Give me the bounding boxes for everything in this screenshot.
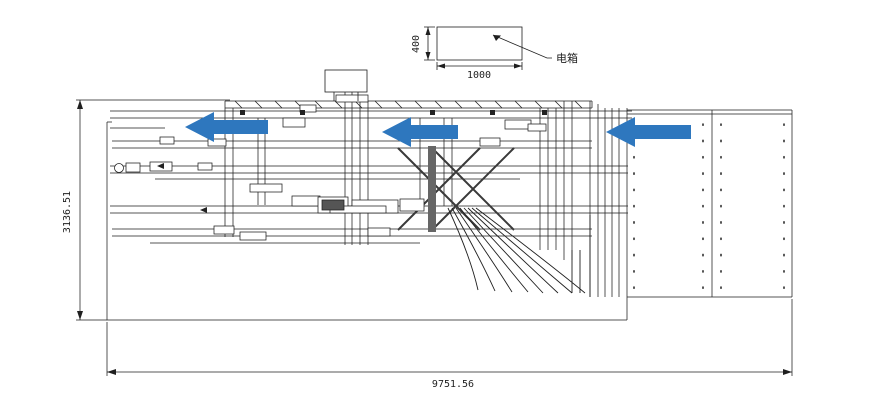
component-rect xyxy=(367,227,391,237)
right-section-outline xyxy=(627,109,793,298)
dim-arrowhead xyxy=(514,63,522,69)
component-rect xyxy=(291,195,321,207)
flow-arrow-left-1 xyxy=(185,112,268,142)
x-brace-lines xyxy=(397,147,515,231)
component-rect xyxy=(399,198,425,212)
component-rect xyxy=(479,137,501,147)
post-lines xyxy=(224,92,620,297)
flow-arrow-left-2 xyxy=(382,117,458,147)
fastener xyxy=(430,110,435,115)
left-dim-ext-lines xyxy=(76,99,230,321)
ebox-rect xyxy=(436,26,523,61)
wheel-circle xyxy=(114,163,124,173)
machine-assembly xyxy=(106,92,632,321)
dim-arrowhead xyxy=(425,52,431,60)
component-rect xyxy=(213,225,235,235)
fastener xyxy=(300,110,305,115)
right-section-dots xyxy=(633,123,785,293)
fastener-squares xyxy=(240,110,547,115)
component-blocks xyxy=(125,94,547,241)
component-rect xyxy=(249,183,283,193)
dim-arrowhead xyxy=(77,100,83,109)
flow-arrow-left-3 xyxy=(606,117,691,147)
top-box-rect xyxy=(324,69,368,93)
bottom-dim-ext-lines xyxy=(106,299,793,376)
component-rect xyxy=(159,136,175,145)
dimension-bottom: 9751.56 xyxy=(106,299,793,390)
flow-arrows xyxy=(185,112,691,147)
top-beam-hatches xyxy=(234,100,583,109)
top-beam xyxy=(224,100,593,109)
dim-arrowhead xyxy=(107,369,116,375)
component-rect xyxy=(282,117,306,128)
dim-arrowhead xyxy=(783,369,792,375)
rail-marker xyxy=(157,163,164,169)
cable-fan xyxy=(447,207,591,297)
rail-marker xyxy=(200,207,207,213)
component-rect xyxy=(207,138,227,147)
component-rect xyxy=(239,231,267,241)
component-rect xyxy=(197,162,213,171)
dim-arrowhead xyxy=(425,27,431,35)
component-rect xyxy=(299,104,317,113)
overall-width-dimension: 9751.56 xyxy=(432,379,474,390)
ebox-leader-line xyxy=(492,34,552,59)
component-rect xyxy=(125,162,141,173)
fastener xyxy=(490,110,495,115)
fastener xyxy=(542,110,547,115)
ebox-width-dim-lines xyxy=(436,62,523,70)
top-box-legs xyxy=(333,92,359,101)
right-section xyxy=(627,109,793,298)
fastener xyxy=(240,110,245,115)
component-rect xyxy=(335,94,369,103)
truss-x-brace xyxy=(397,147,515,231)
machine-outline xyxy=(106,108,628,321)
ebox-height-dimension: 400 xyxy=(411,35,422,53)
ebox-label: 电箱 xyxy=(556,51,578,65)
truss-column xyxy=(428,146,436,232)
dim-arrowhead xyxy=(77,311,83,320)
component-dark-rect xyxy=(321,199,345,211)
overall-height-dimension: 3136.51 xyxy=(62,191,73,233)
ebox-width-dimension: 1000 xyxy=(467,70,491,81)
component-rect xyxy=(504,119,532,130)
rail-lines xyxy=(110,110,632,244)
leader-arrowhead xyxy=(493,35,501,41)
component-rect xyxy=(527,123,547,132)
electrical-box-detail: 1000 400 电箱 xyxy=(411,26,578,81)
dim-arrowhead xyxy=(437,63,445,69)
dimension-left: 3136.51 xyxy=(62,99,230,321)
top-center-box xyxy=(324,69,368,101)
